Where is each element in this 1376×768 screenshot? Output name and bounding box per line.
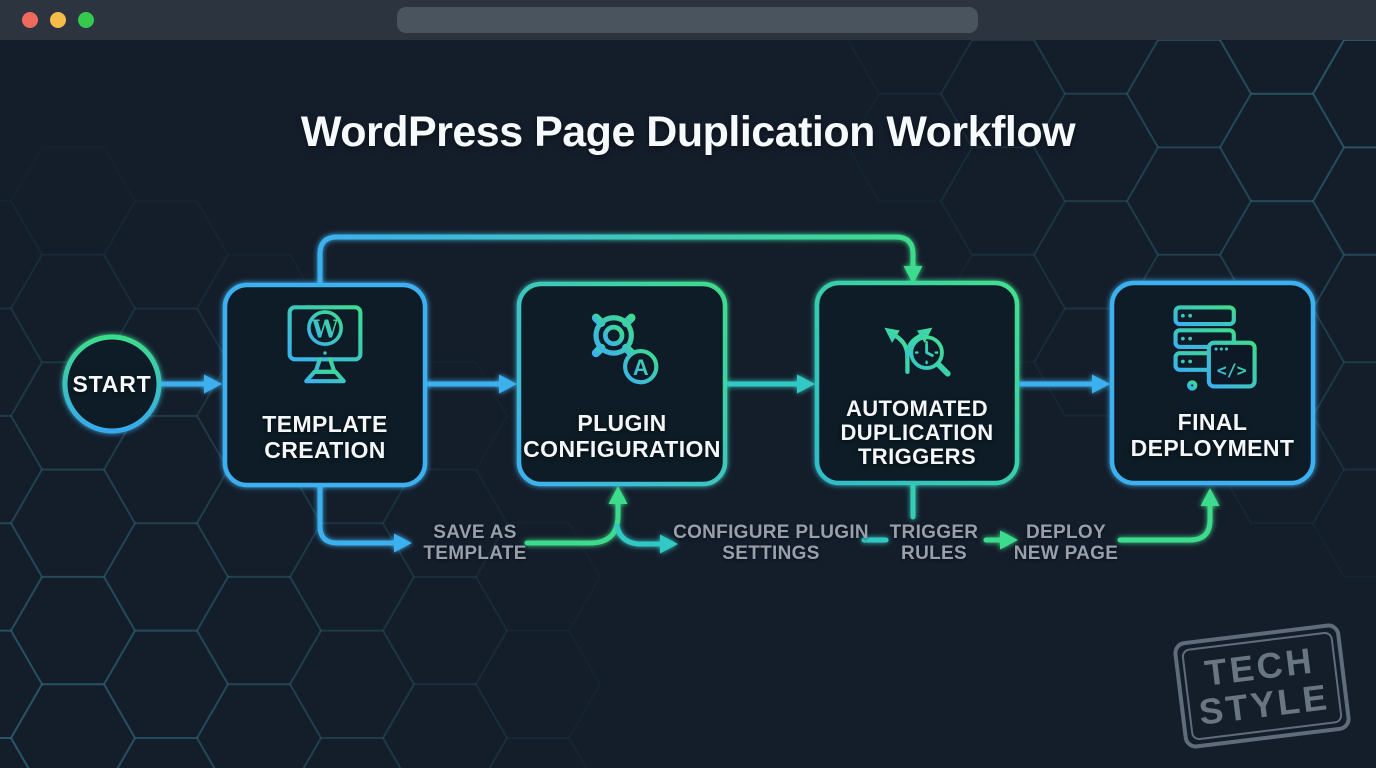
tech-style-stamp-text: TECH STYLE — [1180, 631, 1344, 741]
node-template-creation: W TEMPLATE CREATION — [225, 285, 425, 485]
gear-automation-icon: A — [585, 307, 659, 385]
node-outline-template-creation — [222, 282, 428, 488]
flowchart-connectors — [62, 234, 1316, 554]
branching-arrows-magnifier-clock-icon — [884, 327, 951, 377]
arrow-branch-to-configure — [614, 523, 663, 547]
node-label: AUTOMATED DUPLICATION TRIGGERS — [840, 396, 994, 469]
node-label: TEMPLATE CREATION — [262, 411, 388, 463]
svg-text:</>: </> — [1216, 361, 1246, 380]
node-plugin-configuration: A PLUGIN CONFIGURATION — [519, 284, 725, 484]
node-automated-duplication-triggers: AUTOMATED DUPLICATION TRIGGERS — [817, 283, 1017, 483]
server-stack-code-window-icon: </> — [1172, 305, 1257, 391]
start-node-label: START — [72, 370, 152, 397]
minimize-button[interactable] — [50, 12, 66, 28]
url-bar[interactable] — [397, 7, 978, 33]
node-outline-automated-duplication-triggers — [814, 280, 1020, 486]
page-title: WordPress Page Duplication Workflow — [300, 108, 1076, 156]
arrow-deploy-up-to-final — [1117, 503, 1213, 543]
arrow-save-up-to-plugin — [524, 501, 621, 546]
svg-text:W: W — [311, 315, 340, 343]
zoom-button[interactable] — [78, 12, 94, 28]
start-node-outline — [62, 334, 162, 434]
close-button[interactable] — [22, 12, 38, 28]
node-label: PLUGIN CONFIGURATION — [523, 410, 721, 462]
window-titlebar — [0, 0, 1376, 40]
svg-text:A: A — [633, 355, 649, 380]
tech-style-stamp: TECH STYLE — [1172, 622, 1352, 750]
node-label: FINAL DEPLOYMENT — [1130, 409, 1295, 461]
monitor-wordpress-icon: W — [287, 305, 363, 384]
arrow-template-down-to-save — [317, 484, 397, 546]
node-outline-plugin-configuration — [516, 281, 728, 487]
node-final-deployment: </> FINAL DEPLOYMENT — [1112, 283, 1313, 483]
diagram-canvas: WordPress Page Duplication Workflow STAR… — [0, 40, 1376, 768]
arrow-top-loop — [317, 234, 916, 286]
